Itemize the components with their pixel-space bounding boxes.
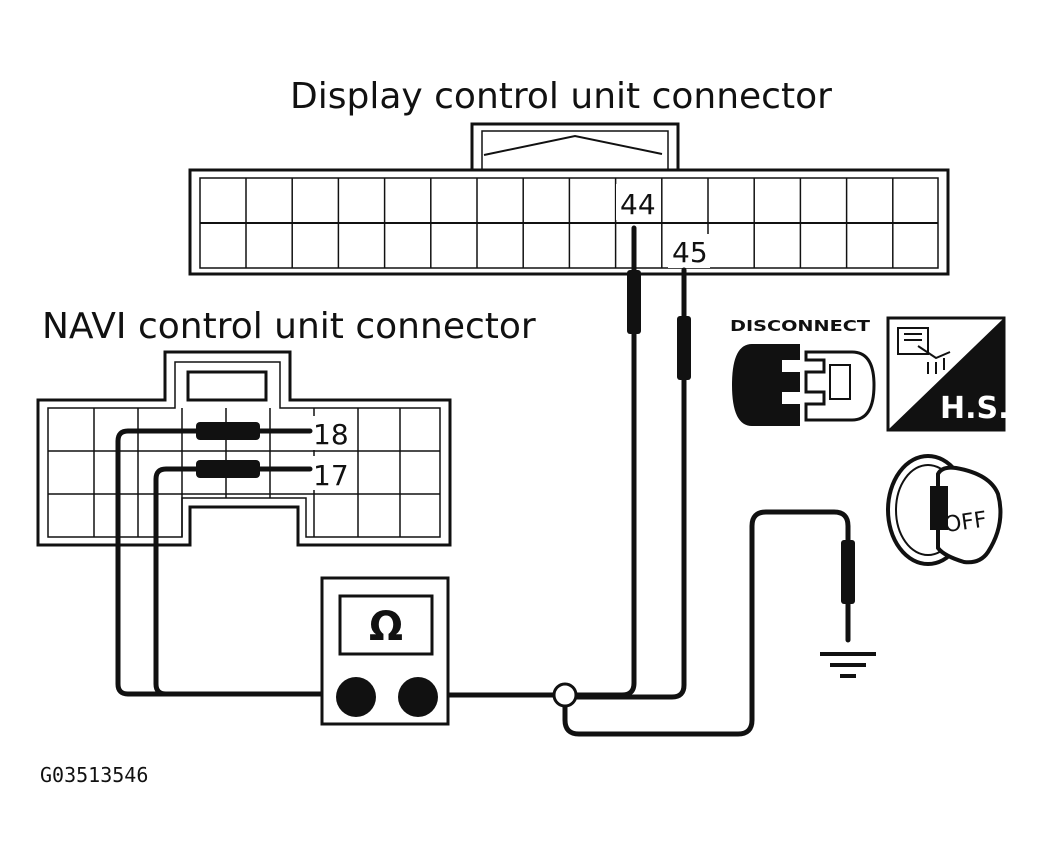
disconnect-label: DISCONNECT xyxy=(730,317,871,335)
ohmmeter: Ω xyxy=(320,576,450,726)
display-pin-45-label: 45 xyxy=(672,236,708,269)
connector-sketch-icon xyxy=(897,327,951,374)
display-connector-title: Display control unit connector xyxy=(290,76,832,117)
key-off-label: OFF xyxy=(943,507,989,538)
probe-pin44 xyxy=(627,270,641,334)
ignition-off-icon: OFF xyxy=(886,454,1003,566)
meter-terminal-left xyxy=(336,677,376,717)
pin-44-label-bg xyxy=(616,184,658,220)
navi-pin-17-label: 17 xyxy=(313,459,349,492)
wire-pin44 xyxy=(574,225,637,698)
pin-18-label-bg xyxy=(310,416,352,450)
junction-node xyxy=(552,682,578,708)
navi-control-unit-connector xyxy=(36,350,452,547)
navi-pin-18-label: 18 xyxy=(313,418,349,451)
harness-side-icon: H.S. xyxy=(886,316,1010,432)
probe-pin18 xyxy=(196,422,260,440)
ground-icon xyxy=(820,652,876,678)
pin-17-label-bg xyxy=(310,456,352,490)
probe-ground xyxy=(841,540,855,604)
ohm-symbol: Ω xyxy=(369,604,403,650)
wire-pin45 xyxy=(574,267,687,700)
probes xyxy=(196,270,855,604)
wire-pin18-to-meter xyxy=(115,428,333,697)
display-control-unit-connector xyxy=(188,122,950,276)
figure-code: G03513546 xyxy=(40,763,148,787)
probe-pin45 xyxy=(677,316,691,380)
hs-label: H.S. xyxy=(940,391,1010,426)
navi-connector-title: NAVI control unit connector xyxy=(42,306,536,347)
probe-pin17 xyxy=(196,460,260,478)
wire-to-ground xyxy=(562,509,851,737)
wire-pin17-to-meter xyxy=(153,466,333,697)
pin-45-label-bg xyxy=(668,234,710,268)
meter-terminal-right xyxy=(398,677,438,717)
disconnect-icon: DISCONNECT xyxy=(730,317,876,426)
meter-display xyxy=(338,594,434,656)
display-pin-44-label: 44 xyxy=(620,188,656,221)
